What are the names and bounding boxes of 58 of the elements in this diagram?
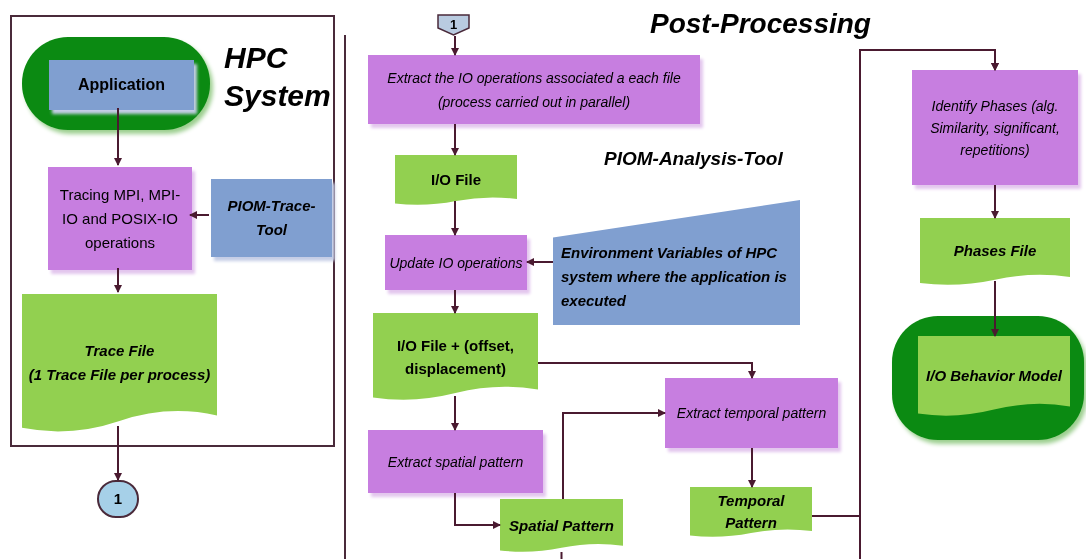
arrow (189, 211, 210, 219)
document-shape (690, 487, 812, 537)
arrow (114, 425, 122, 481)
node-text: I/O File (430, 169, 482, 190)
arrow (451, 395, 459, 431)
input-box (553, 200, 800, 325)
node-text: Tracing MPI, MPI-IO and POSIX-IO operations (58, 184, 182, 253)
arrow (451, 200, 459, 236)
document-shape (918, 336, 1070, 416)
process-box (368, 430, 543, 493)
document-shape (500, 499, 623, 552)
arrow (526, 258, 554, 266)
arrow (451, 289, 459, 314)
node-text: 1 (448, 16, 459, 35)
arrow (114, 267, 122, 293)
node-text: Update IO operations (388, 253, 524, 273)
arrow (562, 409, 666, 500)
section-title: Post-Processing (650, 7, 872, 41)
arrow (454, 492, 501, 529)
node-text: (1 Trace File per process) (27, 365, 212, 385)
arrow (748, 447, 756, 488)
node-text: Temporal Pattern (716, 491, 786, 533)
arrow (537, 362, 756, 379)
process-box (912, 70, 1078, 185)
process-box (368, 55, 700, 124)
document-shape (22, 294, 217, 432)
node-text: Application (76, 75, 167, 95)
off-page-connector (437, 14, 470, 36)
document-shape (373, 313, 538, 400)
node-text: Extract spatial pattern (386, 452, 525, 472)
terminator-shape (22, 37, 210, 130)
node-text: Phases File (952, 241, 1038, 262)
node-text: Identify Phases (alg. Similarity, significant, repetitions) (929, 96, 1061, 160)
arrow (991, 280, 999, 337)
arrow (114, 107, 122, 166)
terminator-shape (892, 316, 1084, 440)
arrow (451, 35, 459, 56)
node-text: PIOM-Trace-Tool (226, 196, 317, 240)
node-text: Environment Variables of HPC system where the application is executed (560, 242, 788, 311)
tool-label: PIOM-Analysis-Tool (604, 147, 784, 171)
document-shape (395, 155, 517, 205)
node-text: I/O Behavior Model (925, 366, 1063, 386)
process-box (665, 378, 838, 448)
node-text: I/O File + (offset, displacement) (395, 335, 516, 379)
frame-title: HPC System (224, 40, 332, 114)
tool-box (49, 60, 194, 110)
arrow (451, 123, 459, 156)
node-text: Spatial Pattern (508, 515, 615, 536)
node-text: Trace File (83, 341, 156, 361)
document-shape (920, 218, 1070, 285)
node-text: 1 (112, 488, 124, 509)
system-frame (10, 15, 335, 447)
node-text: Extract temporal pattern (675, 404, 828, 423)
process-box (48, 167, 192, 270)
process-box (385, 235, 527, 290)
tool-box (211, 179, 332, 257)
arrow (991, 184, 999, 219)
node-text: Extract the IO operations associated a each file (process carried out in parallel) (386, 68, 682, 112)
